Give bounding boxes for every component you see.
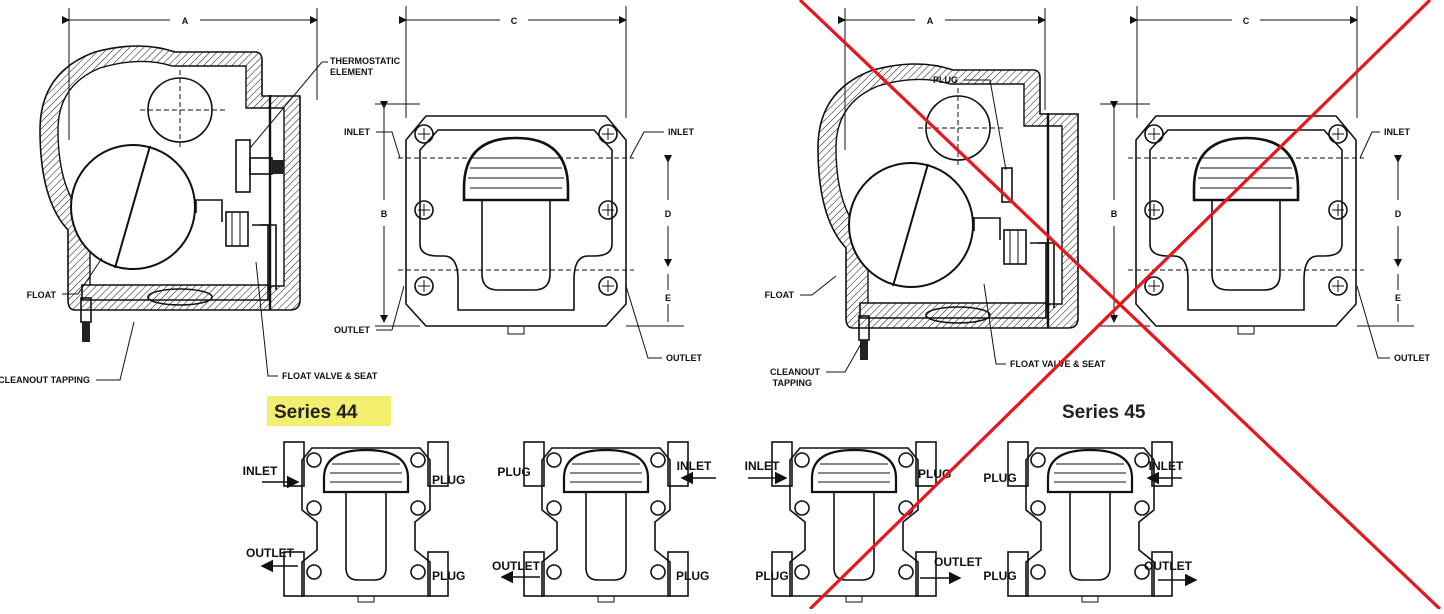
s45-config-1-bottom-left-label: PLUG [755,569,788,583]
config-2-bottom-left-label: OUTLET [492,559,541,573]
cross-line-2 [808,0,1432,611]
s45-tapping-label: TAPPING [773,378,812,388]
inlet-right-label: INLET [668,127,695,137]
series-45-side-view: A PLUG FLOAT CLEANOUT TAPPING FLOAT VALV… [765,8,1106,388]
float-label: FLOAT [27,290,57,300]
plug-part [1001,167,1013,203]
dim-c-label: C [511,16,518,26]
series-44-highlight [267,396,391,426]
dim-a-label: A [182,16,189,26]
config-1-top-right-label: PLUG [432,473,465,487]
series-45-cross-out [798,0,1442,611]
s45-config-1-bottom-right-label: OUTLET [934,555,983,569]
s45-float-label: FLOAT [765,290,795,300]
config-2-top-right-label: INLET [677,459,712,473]
config-1-top-left-label: INLET [243,464,278,478]
outlet-left-label: OUTLET [334,325,370,335]
series-44-front-view: C B D E INLET INLET OUTLET OUTLET [334,6,702,363]
thermostatic-element-part [235,139,284,193]
inlet-left-label: INLET [344,127,371,137]
config-2-bottom-right-label: PLUG [676,569,709,583]
float-valve-seat-label: FLOAT VALVE & SEAT [282,371,378,381]
s45-dim-c-label: C [1243,16,1250,26]
series-44-side-view: A THERMOSTATIC ELEMENT FLOAT CLEANOUT TA… [0,8,401,385]
s45-dim-a-label: A [927,16,934,26]
dim-d-label: D [665,209,672,219]
series-44-title: Series 44 [267,396,391,426]
s45-config-2-top-left-label: PLUG [983,471,1016,485]
dim-b-label: B [381,209,388,219]
series-45-front-view: C B D E INLET OUTLET [1100,6,1430,363]
series-44-config-2: PLUG INLET OUTLET PLUG [492,440,716,604]
s45-config-1-top-left-label: INLET [745,459,780,473]
s45-dim-d-label: D [1395,209,1402,219]
config-1-bottom-left-label: OUTLET [246,546,295,560]
thermostatic-label: THERMOSTATIC [330,56,401,66]
s45-config-2-top-right-label: INLET [1149,459,1184,473]
config-1-bottom-right-label: PLUG [432,569,465,583]
series-44-title-text: Series 44 [274,402,358,423]
s45-outlet-right-label: OUTLET [1394,353,1430,363]
dim-e-label: E [665,293,671,303]
outlet-right-label: OUTLET [666,353,702,363]
config-2-top-left-label: PLUG [497,465,530,479]
series-44-config-1: INLET PLUG OUTLET PLUG [243,440,465,604]
s45-cleanout-label: CLEANOUT [770,367,820,377]
s45-plug-label: PLUG [933,75,958,85]
s45-config-2-bottom-right-label: OUTLET [1144,559,1193,573]
element-label: ELEMENT [330,67,374,77]
cleanout-tapping-label: CLEANOUT TAPPING [0,375,90,385]
s45-dim-b-label: B [1111,209,1118,219]
series-45-config-1: INLET PLUG PLUG OUTLET [745,440,983,604]
s45-inlet-right-label: INLET [1384,127,1411,137]
s45-dim-e-label: E [1395,293,1401,303]
series-45-title: Series 45 [1062,402,1146,423]
s45-config-2-bottom-left-label: PLUG [983,569,1016,583]
series-45-config-2: PLUG INLET PLUG OUTLET [983,440,1198,604]
